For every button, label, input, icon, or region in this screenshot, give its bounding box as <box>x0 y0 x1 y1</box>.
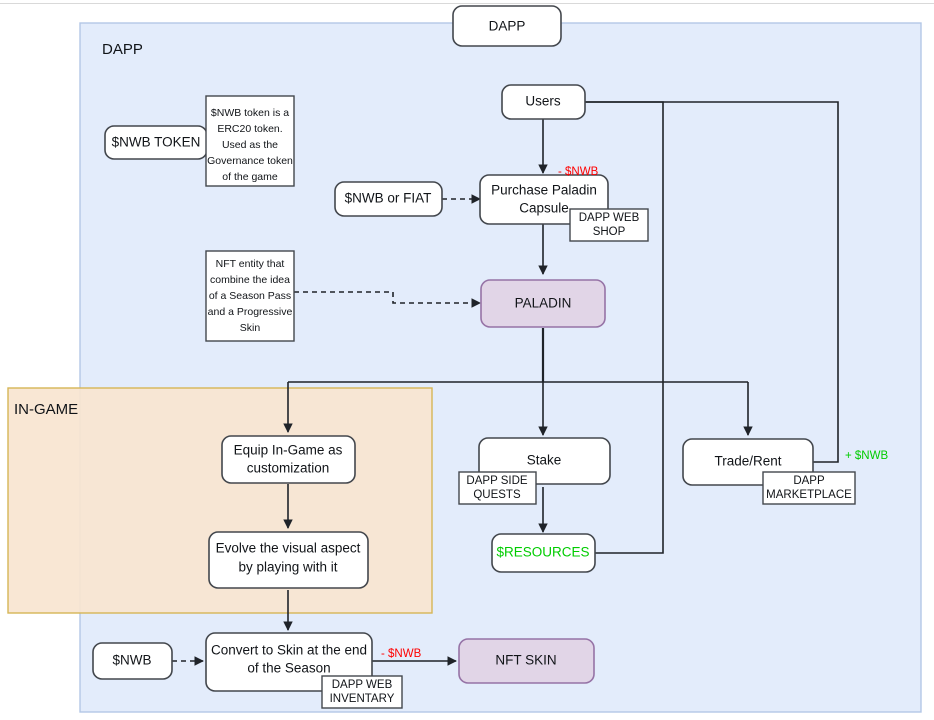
badge-dapp-side-quests-line-2: QUESTS <box>473 489 521 501</box>
node-evolve-visual-line-2: by playing with it <box>238 560 337 575</box>
node-nft-skin-label: NFT SKIN <box>495 653 556 668</box>
edge-traderent-to-users <box>569 97 839 463</box>
note-nwb-token-line-2: ERC20 token. <box>217 123 282 135</box>
node-nwb-token-label: $NWB TOKEN <box>112 135 201 150</box>
node-trade-rent-label: Trade/Rent <box>714 454 781 469</box>
badge-dapp-web-shop-line-2: SHOP <box>593 226 626 238</box>
note-nwb-token-line-5: of the game <box>222 171 278 183</box>
note-nft-entity-line-3: of a Season Pass <box>209 290 291 302</box>
note-nwb-token-line-3: Used as the <box>222 139 278 151</box>
node-resources-label: $RESOURCES <box>496 545 589 560</box>
node-equip-ingame-line-1: Equip In-Game as <box>234 443 343 458</box>
node-nft-skin[interactable] <box>458 638 595 684</box>
note-nft-entity <box>205 250 295 342</box>
note-nft-entity-line-2: combine the idea <box>210 274 290 286</box>
node-stake-label: Stake <box>527 453 562 468</box>
node-evolve-visual[interactable] <box>208 531 369 589</box>
note-nft-entity-line-5: Skin <box>240 322 261 334</box>
node-nwb-bottom-label: $NWB <box>112 653 151 668</box>
node-nwb-bottom[interactable] <box>92 642 173 680</box>
badge-dapp-web-inventory-line-1: DAPP WEB <box>332 679 393 691</box>
node-purchase-capsule-line-2: Capsule <box>519 201 569 216</box>
dapp-container-label: DAPP <box>102 41 143 58</box>
badge-dapp-marketplace-line-2: MARKETPLACE <box>766 489 852 501</box>
node-nwb-or-fiat[interactable] <box>334 181 443 217</box>
badge-dapp-side-quests-line-1: DAPP SIDE <box>466 475 527 487</box>
note-nft-entity-line-1: NFT entity that <box>216 258 285 270</box>
node-nwb-or-fiat-label: $NWB or FIAT <box>345 191 432 206</box>
badge-dapp-web-shop <box>569 208 649 242</box>
node-equip-ingame-line-2: customization <box>247 461 330 476</box>
badge-dapp-web-inventory <box>321 675 403 709</box>
edge-label-traderent-to-users: + $NWB <box>845 450 888 462</box>
node-purchase-capsule-line-1: Purchase Paladin <box>491 183 597 198</box>
badge-dapp-marketplace-line-1: DAPP <box>793 475 825 487</box>
edge-nftnote-to-paladin <box>294 291 481 308</box>
note-nft-entity-line-4: and a Progressive <box>208 306 293 318</box>
note-nwb-token <box>205 95 295 187</box>
node-title-dapp-label: DAPP <box>489 19 526 34</box>
node-title-dapp[interactable] <box>452 5 562 47</box>
badge-dapp-side-quests <box>458 471 537 505</box>
node-resources[interactable] <box>491 533 596 573</box>
node-equip-ingame[interactable] <box>221 435 356 484</box>
badge-dapp-web-shop-line-1: DAPP WEB <box>579 212 640 224</box>
note-nwb-token-line-4: Governance token <box>207 155 293 167</box>
node-convert-to-skin-line-2: of the Season <box>247 661 330 676</box>
edge-label-users-to-purchase: - $NWB <box>558 166 599 178</box>
node-convert-to-skin-line-1: Convert to Skin at the end <box>211 643 367 658</box>
node-users-label: Users <box>525 94 561 109</box>
node-paladin-label: PALADIN <box>515 296 572 311</box>
badge-dapp-marketplace <box>762 471 856 505</box>
ingame-container-label: IN-GAME <box>14 401 78 418</box>
badge-dapp-web-inventory-line-2: INVENTARY <box>330 693 395 705</box>
node-paladin[interactable] <box>480 279 606 328</box>
node-users[interactable] <box>501 84 586 120</box>
edge-label-convert-to-nftskin: - $NWB <box>381 648 422 660</box>
note-nwb-token-line-1: $NWB token is a <box>211 107 289 119</box>
node-evolve-visual-line-1: Evolve the visual aspect <box>216 541 361 556</box>
